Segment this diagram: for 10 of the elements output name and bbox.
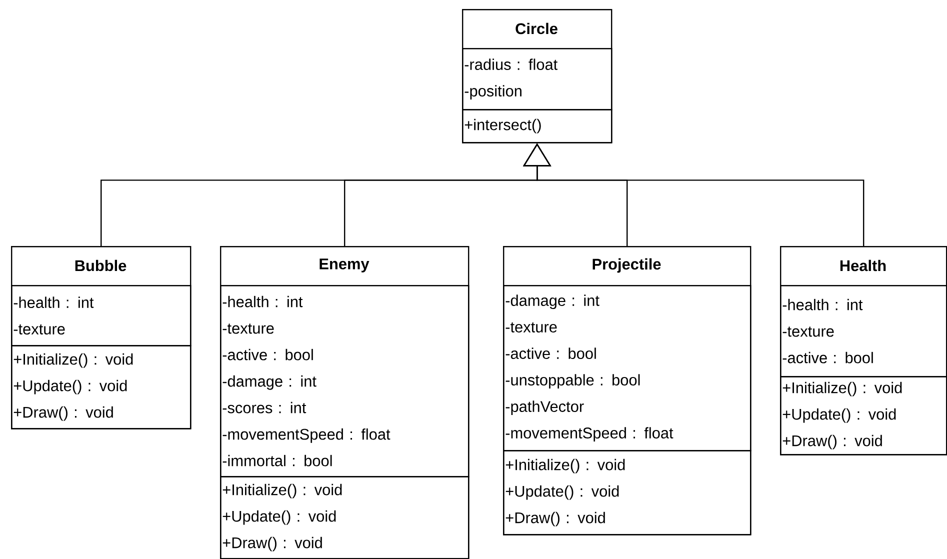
attribute-list: -health : int -texture -active : bool (780, 285, 947, 378)
method-list: +Initialize() : void +Update() : void +Draw() : void (11, 345, 192, 430)
method-list: +Initialize() : void +Update() : void +Draw() : void (780, 376, 947, 456)
attribute-list: -health : int -texture -active : bool -damage : int -scores : int -movementSpeed : float -immortal : bool (220, 285, 470, 478)
method-list: +Initialize() : void +Update() : void +Draw() : void (220, 476, 470, 559)
attribute-list: -health : int -texture (11, 285, 192, 346)
attribute-list: -radius : float -position (462, 48, 612, 110)
attribute-list: -damage : int -texture -active : bool -unstoppable : bool -pathVector -movementSpeed : float (503, 285, 752, 452)
method-list: +intersect() (462, 109, 612, 144)
method-list: +Initialize() : void +Update() : void +Draw() : void (503, 450, 752, 536)
